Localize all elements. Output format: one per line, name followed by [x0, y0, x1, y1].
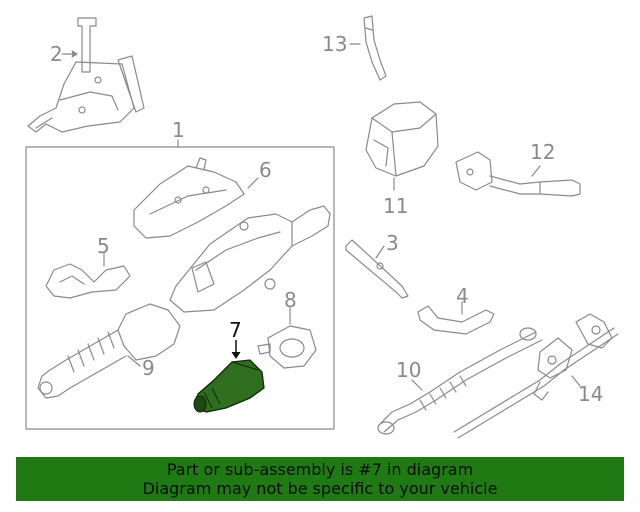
part-3-strap	[345, 239, 409, 299]
callout-5: 5	[97, 234, 110, 258]
callout-9: 9	[142, 356, 155, 380]
callout-8: 8	[284, 288, 297, 312]
callout-4: 4	[456, 284, 469, 308]
callout-12: 12	[530, 140, 556, 164]
part-12-switch	[455, 151, 581, 197]
callout-7[interactable]: 7	[229, 318, 242, 342]
parts-diagram	[25, 15, 619, 439]
callout-1: 1	[172, 118, 185, 142]
callout-14: 14	[578, 382, 604, 406]
callout-11: 11	[383, 194, 409, 218]
part-6-upper-bracket	[133, 157, 245, 239]
part-11-housing	[365, 101, 439, 177]
part-9-lower-shaft	[37, 303, 181, 399]
part-7-boot-highlighted[interactable]	[193, 359, 265, 413]
callout-2: 2	[50, 42, 63, 66]
info-banner: Part or sub-assembly is #7 in diagram Di…	[16, 457, 624, 501]
part-4-bracket	[417, 305, 495, 335]
part-10-intermediate-shaft	[377, 327, 543, 435]
part-2-bracket	[27, 17, 145, 133]
callout-6: 6	[259, 158, 272, 182]
callout-10: 10	[396, 358, 422, 382]
callout-13: 13	[322, 32, 348, 56]
part-8-ring	[257, 325, 317, 369]
part-14-shaft-assembly	[453, 313, 619, 439]
banner-line-1: Part or sub-assembly is #7 in diagram	[166, 460, 474, 479]
assembly-frame	[25, 146, 335, 430]
steering-column	[169, 205, 331, 313]
callout-3: 3	[386, 231, 399, 255]
banner-line-2: Diagram may not be specific to your vehi…	[142, 479, 498, 498]
part-13-lever	[363, 15, 387, 81]
part-5-clip	[45, 263, 131, 299]
